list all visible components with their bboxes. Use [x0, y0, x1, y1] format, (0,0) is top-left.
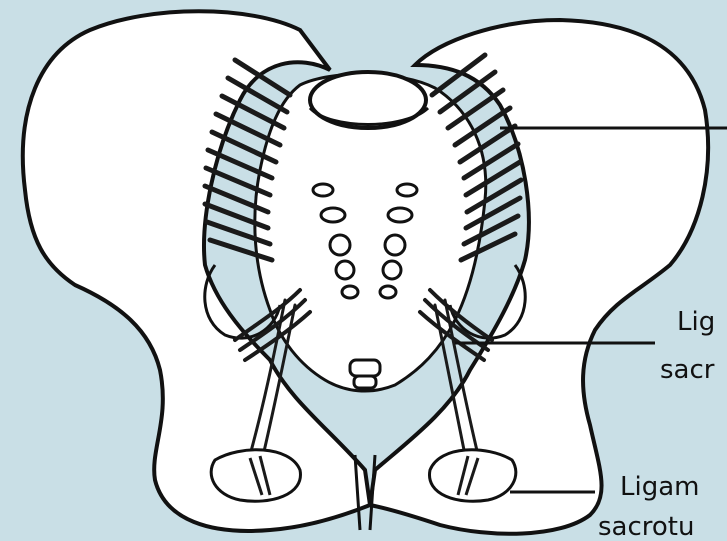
sacrospinous-label-line2: sacr — [660, 355, 715, 385]
sacrospinous-label-line1: Lig — [677, 307, 715, 337]
sacrotuberous-label-line2: sacrotu — [598, 512, 694, 541]
sacrotuberous-label-line1: Ligam — [620, 472, 699, 502]
coccyx — [350, 360, 380, 388]
